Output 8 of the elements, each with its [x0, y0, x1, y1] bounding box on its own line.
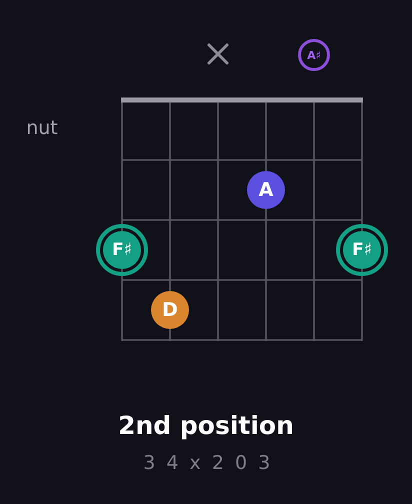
open-string-note: A♯: [298, 39, 330, 71]
finger-dot: D: [151, 291, 189, 329]
root-note-dot: F♯: [96, 224, 148, 276]
chord-position-title: 2nd position: [118, 412, 294, 441]
root-note-dot: F♯: [336, 224, 388, 276]
finger-dot: A: [247, 171, 285, 209]
nut-label: nut: [26, 118, 58, 140]
fret-numbers: 3 4 x 2 0 3: [143, 453, 273, 475]
